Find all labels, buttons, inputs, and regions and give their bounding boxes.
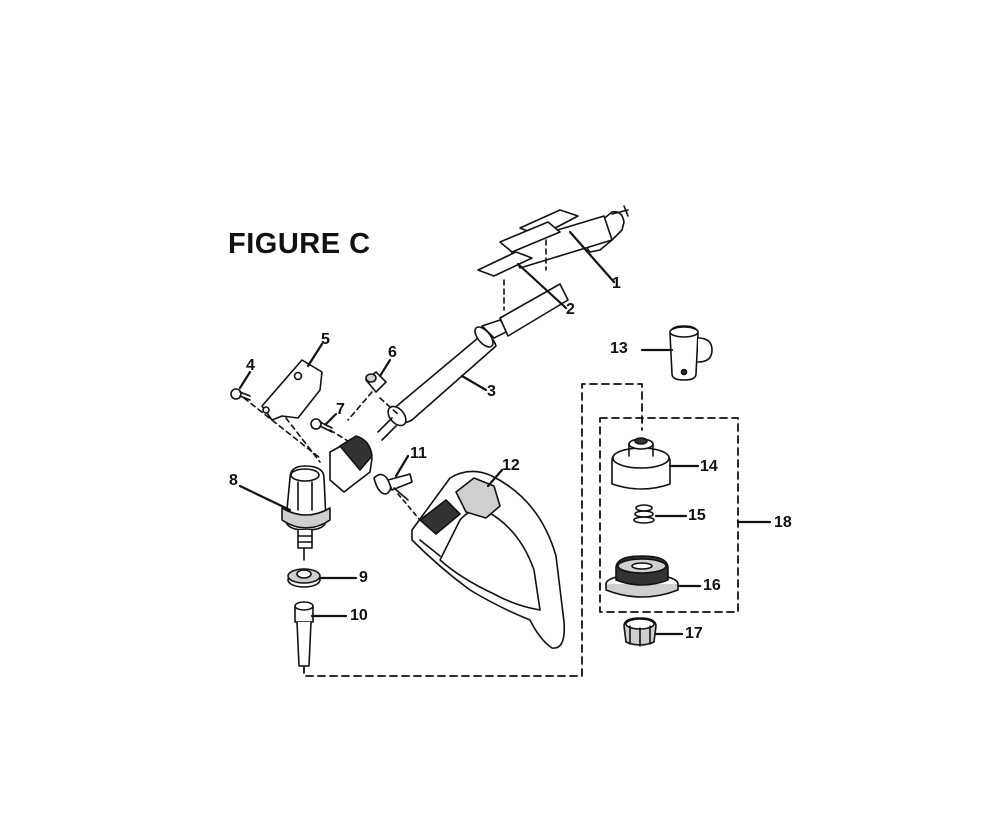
callout-8: 8 (229, 472, 238, 489)
spool-part-16 (605, 555, 679, 598)
bump-knob-part-17 (623, 617, 657, 647)
callout-3: 3 (487, 383, 496, 400)
washer-part-9 (287, 568, 321, 588)
spool-housing-part-14 (611, 437, 671, 490)
tool-part-13 (669, 325, 713, 381)
assembly-dashed-lines (303, 383, 739, 677)
callout-5: 5 (321, 331, 330, 348)
callout-14: 14 (700, 458, 718, 475)
decal-dash-lines (503, 239, 547, 311)
callout-13: 13 (610, 340, 628, 357)
figure-title: FIGURE C (228, 228, 371, 260)
callout-16: 16 (703, 577, 721, 594)
upper-shaft-part-1 (507, 205, 629, 269)
callout-2: 2 (566, 301, 575, 318)
callout-17: 17 (685, 625, 703, 642)
bracket-part-5 (261, 359, 323, 421)
callout-15: 15 (688, 507, 706, 524)
callout-4: 4 (246, 357, 255, 374)
wing-bolt-part-11 (373, 473, 413, 501)
guard-part-12 (411, 470, 566, 649)
decal-part-2 (477, 209, 579, 277)
callout-18: 18 (774, 514, 792, 531)
alignment-dash-lines (243, 391, 401, 463)
callout-9: 9 (359, 569, 368, 586)
leader-lines (238, 230, 772, 636)
callout-12: 12 (502, 457, 520, 474)
callout-6: 6 (388, 344, 397, 361)
spring-part-15 (633, 504, 655, 524)
bolt-part-10 (294, 601, 314, 667)
gear-head-part-8 (281, 435, 373, 561)
spacer-part-6 (365, 371, 387, 393)
screw-part-7 (310, 418, 333, 433)
callout-1: 1 (612, 275, 621, 292)
screw-part-4 (230, 388, 251, 401)
callout-7: 7 (336, 401, 345, 418)
callout-11: 11 (410, 445, 427, 462)
lower-shaft-part-3 (377, 283, 569, 441)
callout-10: 10 (350, 607, 368, 624)
